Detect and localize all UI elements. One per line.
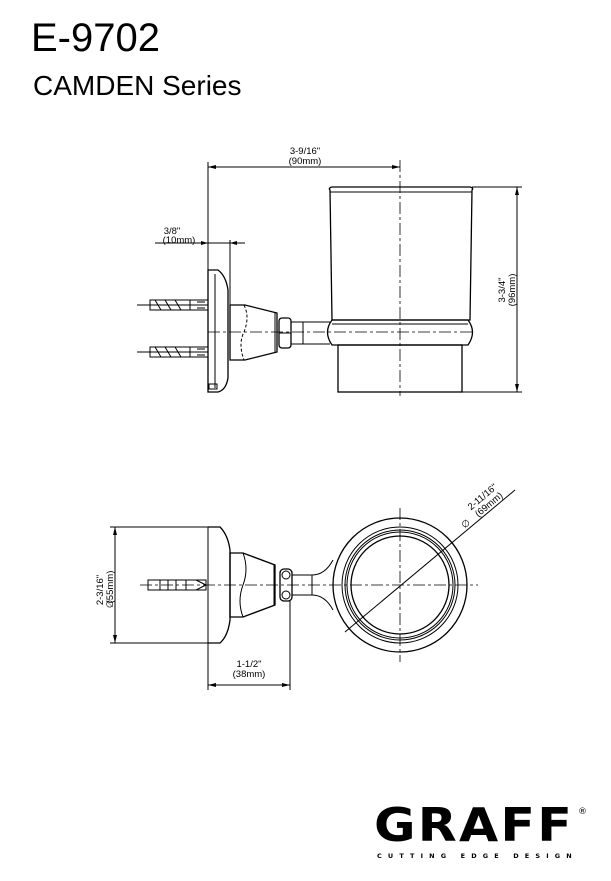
plate-inch-label: 3/8" [164, 226, 181, 237]
projection-mm-label: (38mm) [233, 669, 266, 680]
drawing-stroke: 2-11/16" (69mm) ∅ [459, 482, 505, 531]
height-mm-label: (96mm) [507, 274, 518, 307]
drawing-stroke [240, 304, 248, 361]
brand-tagline: CUTTING EDGE DESIGN [377, 852, 577, 860]
wall-anchor-icon [137, 299, 209, 358]
plate-mm-label: (10mm) [163, 235, 196, 246]
width-inch-label: 3-9/16" [290, 146, 320, 157]
drawing-stroke [229, 304, 278, 361]
drawing-stroke [281, 590, 291, 600]
drawing-stroke [326, 319, 474, 346]
drawing-stroke [207, 269, 229, 393]
ring-dia-symbol: ∅ [459, 517, 472, 531]
drawing-stroke [208, 383, 218, 390]
model-number: E-9702 [31, 16, 160, 60]
side-view: 3-9/16" (90mm) 3/8" (10mm) [137, 146, 522, 396]
projection-inch-label: 1-1/2" [236, 659, 261, 670]
registered-mark: ® [578, 807, 587, 817]
drawing-stroke [281, 570, 291, 580]
drawing-stroke [328, 186, 474, 321]
drawing-stroke: 2-3/16" ∅ (55mm) [95, 571, 116, 609]
plate-dia-mm-label: (55mm) [105, 571, 116, 604]
brand-name: GRAFF [374, 798, 574, 852]
plate-dia-inch-label: 2-3/16" [95, 575, 106, 605]
drawing-stroke: 3-3/4" (96mm) [497, 274, 518, 307]
series-name: CAMDEN Series [33, 70, 242, 101]
drawing-stroke [344, 489, 516, 633]
drawing-stroke [149, 299, 209, 311]
drawing-stroke [239, 552, 247, 618]
drawing-stroke [154, 346, 205, 358]
graff-logo: GRAFF ® CUTTING EDGE DESIGN [374, 798, 587, 860]
drawing-stroke [149, 346, 209, 358]
top-view: 2-3/16" ∅ (55mm) 2-11/16" (69mm) [95, 482, 516, 690]
width-mm-label: (90mm) [289, 156, 322, 167]
drawing-stroke [154, 299, 205, 311]
height-inch-label: 3-3/4" [497, 277, 508, 302]
drawing-stroke [290, 321, 304, 345]
drawing-stroke [311, 559, 334, 611]
plate-dia-symbol: ∅ [105, 600, 116, 608]
